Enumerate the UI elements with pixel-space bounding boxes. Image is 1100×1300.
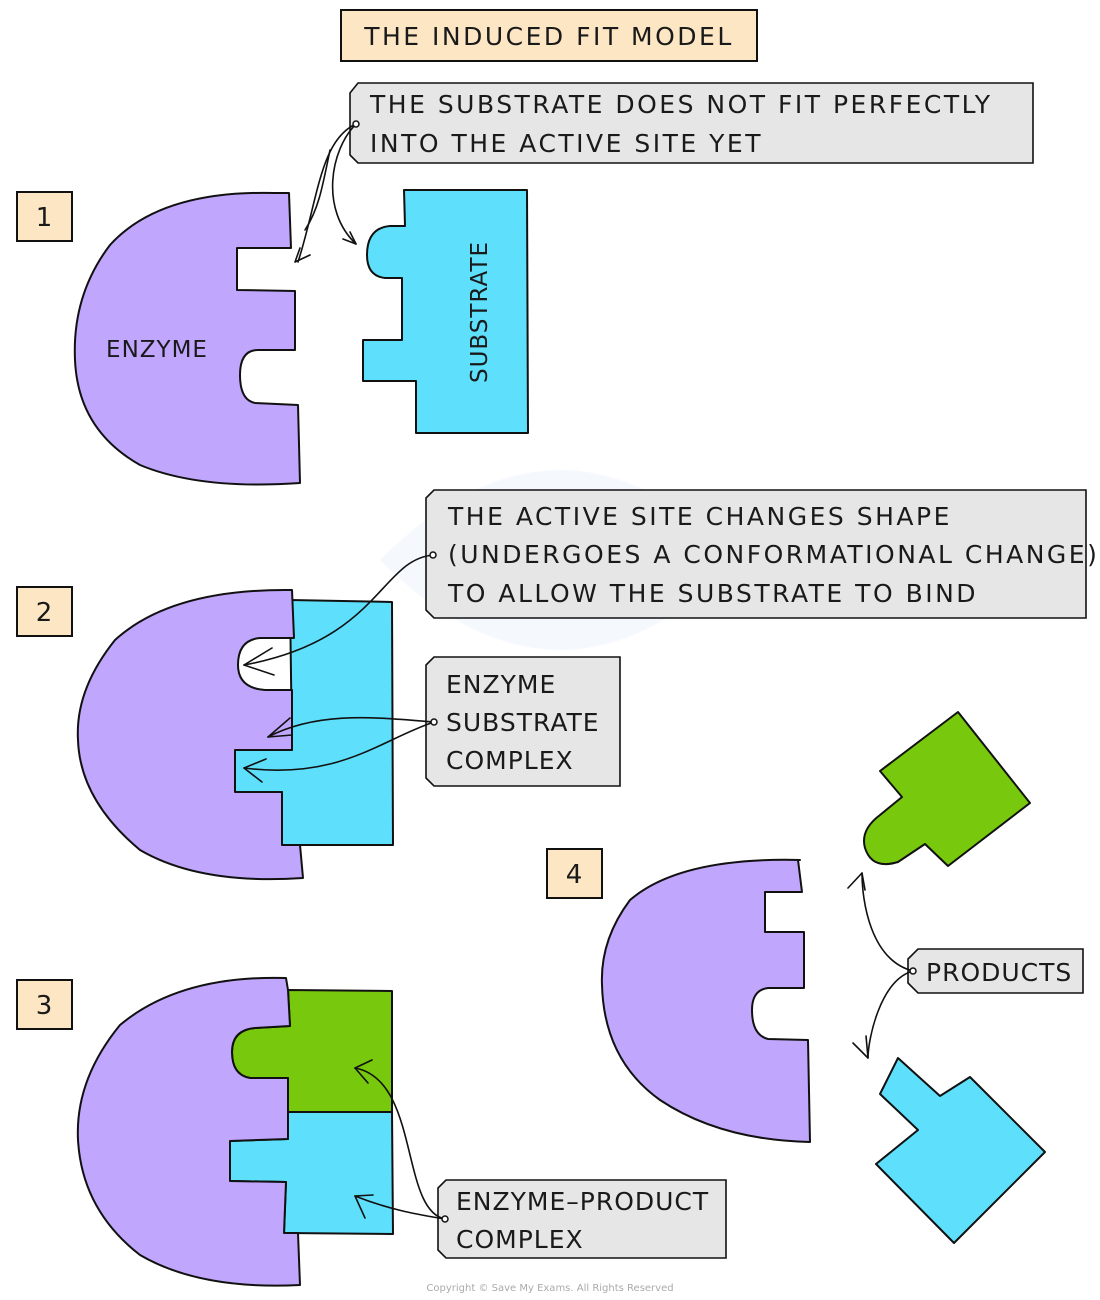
enzyme-shape-step4 <box>600 858 811 1143</box>
page-title: THE INDUCED FIT MODEL <box>363 22 734 51</box>
callout-text-line: (UNDERGOES A CONFORMATIONAL CHANGE) <box>448 540 1099 569</box>
callout-anchor-dot <box>430 718 438 726</box>
callout-text-line: ENZYME <box>446 670 556 699</box>
enzyme-shape-step2 <box>76 589 304 881</box>
callout-text-line: THE SUBSTRATE DOES NOT FIT PERFECTLY <box>369 90 993 119</box>
callout-text-line: COMPLEX <box>456 1225 584 1254</box>
substrate-shape-step1: SUBSTRATE <box>362 189 529 434</box>
title-box: THE INDUCED FIT MODEL <box>340 9 758 62</box>
callout-anchor-dot <box>909 967 917 975</box>
arrow-step3-complex <box>354 1059 446 1220</box>
callout-text-line: INTO THE ACTIVE SITE YET <box>370 129 763 158</box>
callout-step2-complex: ENZYME SUBSTRATE COMPLEX <box>425 656 621 787</box>
enzyme-label: ENZYME <box>106 337 208 363</box>
arrow-step4-products <box>847 872 914 1059</box>
enzyme-shape-step1: ENZYME <box>73 191 301 486</box>
step-badge-3: 3 <box>16 979 73 1030</box>
callout-step2-shape: THE ACTIVE SITE CHANGES SHAPE (UNDERGOES… <box>425 489 1099 619</box>
arrow-step2-active-site <box>243 554 434 676</box>
callout-anchor-dot <box>352 120 360 128</box>
callout-anchor-dot <box>429 551 437 559</box>
callout-text-line: THE ACTIVE SITE CHANGES SHAPE <box>447 502 952 531</box>
step-badge-1: 1 <box>16 191 73 242</box>
step-number: 2 <box>36 598 53 628</box>
callout-step4-products: PRODUCTS <box>907 948 1084 994</box>
step-number: 4 <box>566 860 583 890</box>
arrow-step1-to-enzyme <box>294 123 357 263</box>
callout-anchor-dot <box>441 1215 449 1223</box>
substrate-label: SUBSTRATE <box>467 241 493 383</box>
arrow-step2-complex <box>243 716 435 783</box>
enzyme-shape-step3 <box>76 976 301 1287</box>
copyright-text: Copyright © Save My Exams. All Rights Re… <box>426 1283 673 1294</box>
callout-text-line: ENZYME–PRODUCT <box>456 1187 709 1216</box>
callout-text-line: TO ALLOW THE SUBSTRATE TO BIND <box>447 579 978 608</box>
step-number: 1 <box>36 203 53 233</box>
callout-step3-complex: ENZYME–PRODUCT COMPLEX <box>437 1179 727 1259</box>
callout-step1: THE SUBSTRATE DOES NOT FIT PERFECTLY INT… <box>349 82 1034 164</box>
step-badge-4: 4 <box>546 848 603 899</box>
product-cyan-step4 <box>875 1057 1046 1244</box>
callout-text-line: PRODUCTS <box>926 958 1072 987</box>
arrow-step1-to-substrate <box>331 123 357 245</box>
step-badge-2: 2 <box>16 586 73 637</box>
step-number: 3 <box>36 991 53 1021</box>
callout-text-line: COMPLEX <box>446 746 574 775</box>
product-green-step4 <box>863 711 1031 867</box>
callout-text-line: SUBSTRATE <box>446 708 600 737</box>
